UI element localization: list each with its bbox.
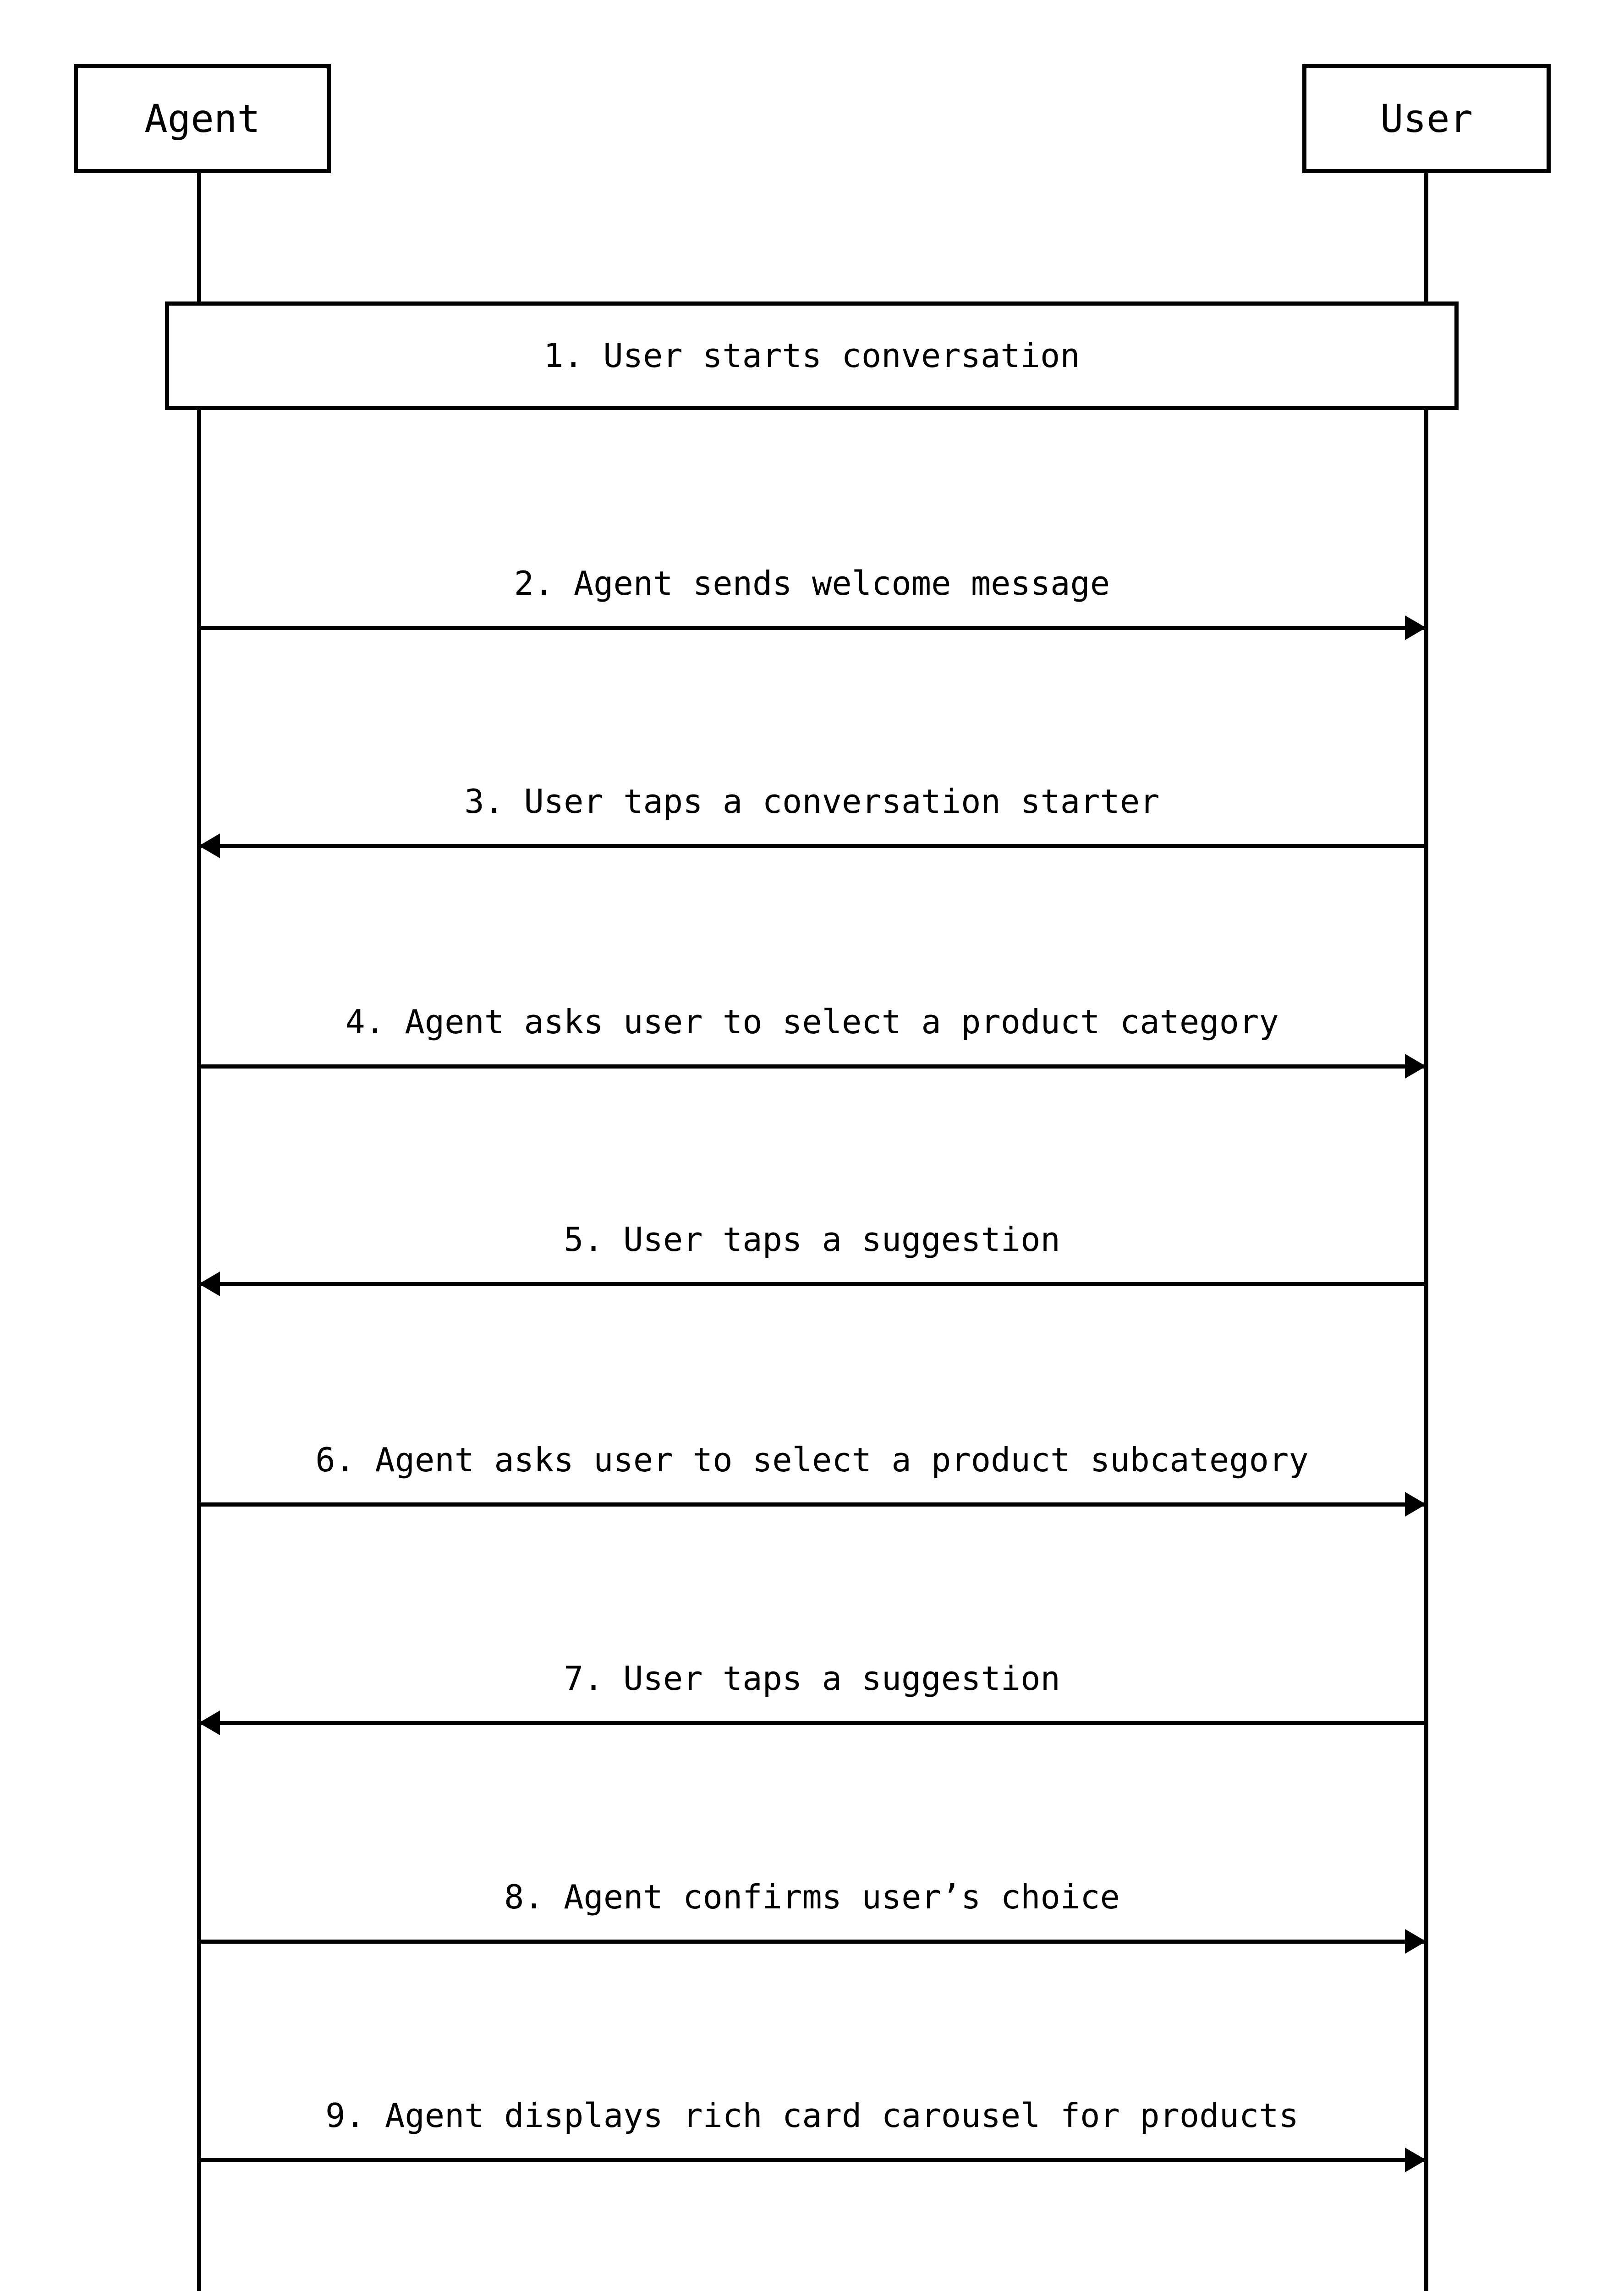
message-arrowhead-5 <box>199 1272 220 1296</box>
message-line-4 <box>199 1064 1426 1069</box>
note-box-step-1[interactable]: 1. User starts conversation <box>165 301 1459 410</box>
message-label-2: 2. Agent sends welcome message <box>514 564 1110 603</box>
message-line-3 <box>199 844 1426 848</box>
message-line-2 <box>199 626 1426 630</box>
message-label-9: 9. Agent displays rich card carousel for… <box>325 2096 1299 2135</box>
message-label-3: 3. User taps a conversation starter <box>464 782 1160 821</box>
message-label-5: 5. User taps a suggestion <box>564 1220 1060 1259</box>
message-line-5 <box>199 1282 1426 1286</box>
message-arrowhead-2 <box>1405 615 1426 640</box>
message-label-8: 8. Agent confirms user’s choice <box>504 1878 1120 1916</box>
message-arrowhead-6 <box>1405 1492 1426 1517</box>
lifeline-user <box>1424 173 1428 2291</box>
message-label-7: 7. User taps a suggestion <box>564 1659 1060 1698</box>
participant-box-agent-top[interactable]: Agent <box>74 64 331 173</box>
message-arrowhead-9 <box>1405 2148 1426 2172</box>
message-arrowhead-7 <box>199 1710 220 1735</box>
message-label-4: 4. Agent asks user to select a product c… <box>345 1003 1279 1041</box>
message-line-7 <box>199 1721 1426 1725</box>
message-arrowhead-3 <box>199 833 220 858</box>
message-line-8 <box>199 1940 1426 1944</box>
message-arrowhead-8 <box>1405 1929 1426 1954</box>
participant-label-user-top: User <box>1380 96 1473 141</box>
message-line-6 <box>199 1502 1426 1507</box>
lifeline-agent <box>197 173 201 2291</box>
note-text-step-1: 1. User starts conversation <box>543 336 1080 375</box>
message-line-9 <box>199 2158 1426 2162</box>
participant-box-user-top[interactable]: User <box>1302 64 1551 173</box>
message-arrowhead-4 <box>1405 1054 1426 1079</box>
message-label-6: 6. Agent asks user to select a product s… <box>315 1441 1309 1479</box>
participant-label-agent-top: Agent <box>144 96 260 141</box>
